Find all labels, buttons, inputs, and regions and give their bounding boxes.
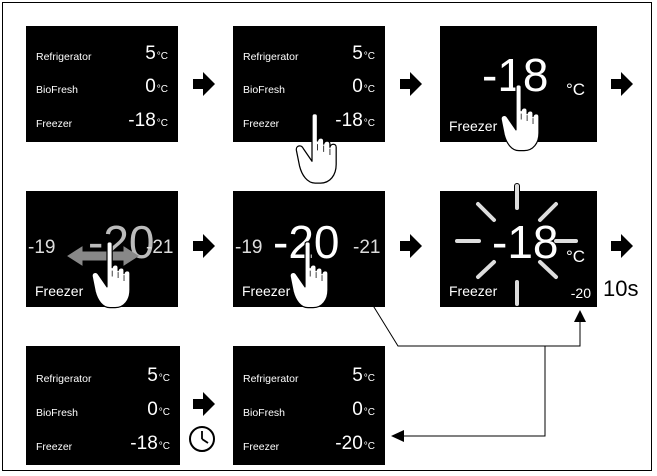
connector-arrowhead — [362, 292, 372, 305]
right-arrow-icon — [193, 392, 215, 416]
refrigerator-temp: 5°C — [147, 365, 170, 386]
freezer-label: Freezer — [243, 441, 280, 453]
tap-hand-icon — [500, 84, 540, 152]
right-arrow-icon — [400, 72, 422, 96]
biofresh-label: BioFresh — [243, 84, 286, 96]
freezer-label: Freezer — [242, 283, 291, 299]
unit-label: °C — [566, 80, 586, 99]
clock-icon — [189, 426, 215, 452]
blink-rays-icon — [454, 183, 578, 307]
right-arrow-icon — [611, 72, 633, 96]
display-panel-8: Refrigerator 5°C BioFresh 0°C Freezer -2… — [233, 346, 385, 465]
biofresh-temp: 0°C — [352, 76, 375, 97]
right-arrow-icon — [400, 234, 422, 258]
freezer-temp: -18°C — [130, 433, 170, 454]
refrigerator-label: Refrigerator — [243, 51, 299, 63]
freezer-temp: -18°C — [335, 110, 375, 131]
flow-connector — [339, 251, 581, 437]
freezer-label: Freezer — [449, 283, 498, 299]
connector-arrowhead — [391, 430, 404, 442]
prev-temp-option: -19 — [235, 237, 263, 258]
refrigerator-temp: 5°C — [352, 43, 375, 64]
biofresh-label: BioFresh — [36, 407, 79, 419]
freezer-temp-large: -18 — [492, 216, 559, 268]
right-arrow-icon — [611, 234, 633, 258]
display-panel-3: -18 °C Freezer — [440, 26, 597, 142]
freezer-temp-large: -18 — [482, 49, 549, 101]
next-temp-option: -21 — [353, 237, 381, 258]
connector-arrowhead — [574, 310, 586, 322]
tap-hand-icon — [295, 113, 337, 184]
freezer-label: Freezer — [243, 118, 280, 130]
refrigerator-label: Refrigerator — [36, 51, 92, 63]
refrigerator-temp: 5°C — [352, 365, 375, 386]
biofresh-label: BioFresh — [36, 84, 79, 96]
refrigerator-temp: 5°C — [145, 43, 168, 64]
biofresh-temp: 0°C — [147, 399, 170, 420]
refrigerator-label: Refrigerator — [243, 373, 299, 385]
biofresh-temp: 0°C — [145, 76, 168, 97]
freezer-label: Freezer — [449, 118, 498, 134]
freezer-temp: -18°C — [128, 110, 168, 131]
timer-label: 10s — [603, 276, 639, 301]
right-arrow-icon — [193, 234, 215, 258]
display-panel-2: Refrigerator 5°C BioFresh 0°C Freezer -1… — [233, 26, 385, 142]
freezer-label: Freezer — [36, 441, 73, 453]
swipe-hand-icon — [67, 241, 139, 309]
biofresh-label: BioFresh — [243, 407, 286, 419]
diagram-frame — [2, 2, 652, 471]
display-panel-1: Refrigerator 5°C BioFresh 0°C Freezer -1… — [26, 26, 178, 142]
refrigerator-label: Refrigerator — [36, 373, 92, 385]
biofresh-temp: 0°C — [352, 399, 375, 420]
right-arrow-icon — [193, 72, 215, 96]
tap-hand-icon — [289, 241, 329, 309]
new-temp-small: -20 — [570, 285, 591, 301]
prev-temp-option: -19 — [28, 237, 56, 258]
unit-label: °C — [566, 247, 586, 266]
next-temp-option: -21 — [146, 237, 174, 258]
display-panel-7: Refrigerator 5°C BioFresh 0°C Freezer -1… — [26, 346, 180, 465]
freezer-temp: -20°C — [335, 433, 375, 454]
freezer-label: Freezer — [36, 118, 73, 130]
freezer-label: Freezer — [35, 283, 84, 299]
